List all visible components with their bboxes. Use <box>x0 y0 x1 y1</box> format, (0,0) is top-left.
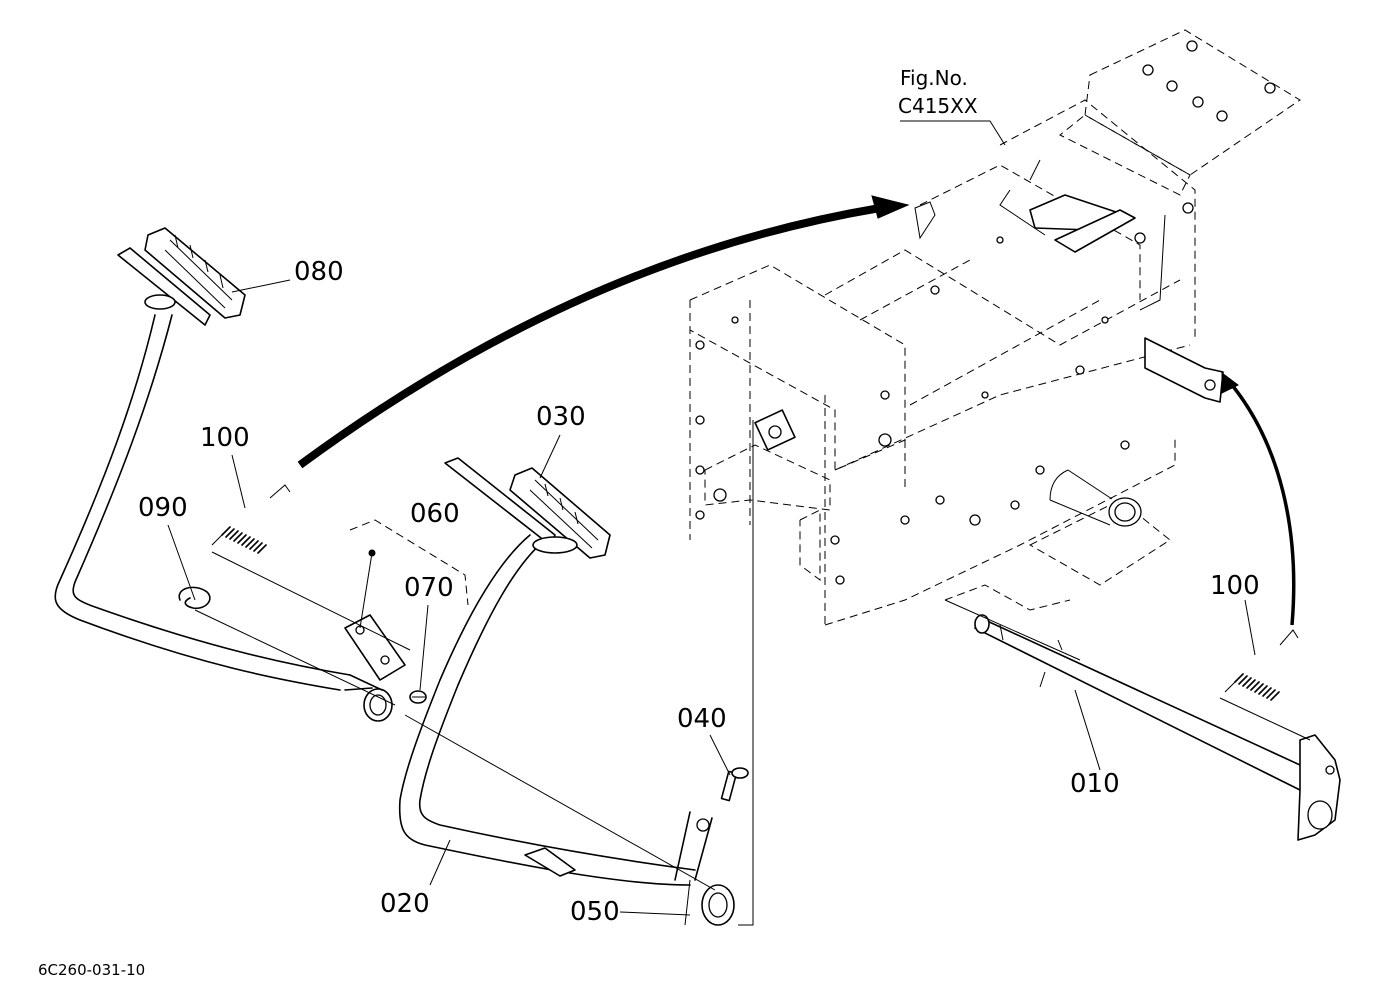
part-070-bolt <box>409 690 427 704</box>
callout-070: 070 <box>404 573 454 603</box>
fig-ref-number: C415XX <box>898 94 978 118</box>
callout-060: 060 <box>410 499 460 529</box>
part-090-clip <box>178 586 211 610</box>
figure-reference: Fig.No. C415XX <box>898 66 978 118</box>
callout-080: 080 <box>294 257 344 287</box>
callout-040: 040 <box>677 704 727 734</box>
callout-100-right: 100 <box>1210 571 1260 601</box>
part-100-spring-left <box>211 484 291 554</box>
callout-030: 030 <box>536 402 586 432</box>
part-100-spring-right <box>1224 629 1299 701</box>
part-040-pin <box>720 767 749 802</box>
part-020-030-pedal-right <box>398 457 735 926</box>
assembly-arrows <box>297 195 1296 626</box>
callout-100-left: 100 <box>200 423 250 453</box>
callout-050: 050 <box>570 897 620 927</box>
drawing-code: 6C260-031-10 <box>38 961 145 979</box>
part-060-plate <box>344 549 406 681</box>
assembly-lines <box>194 420 1311 926</box>
leader-lines <box>167 120 1256 916</box>
fig-ref-label: Fig.No. <box>900 66 968 90</box>
callout-020: 020 <box>380 889 430 919</box>
callout-010: 010 <box>1070 769 1120 799</box>
part-080-pedal-left <box>54 227 393 722</box>
callout-090: 090 <box>138 493 188 523</box>
frame-reference <box>689 29 1301 626</box>
part-010-rod <box>974 614 1341 841</box>
